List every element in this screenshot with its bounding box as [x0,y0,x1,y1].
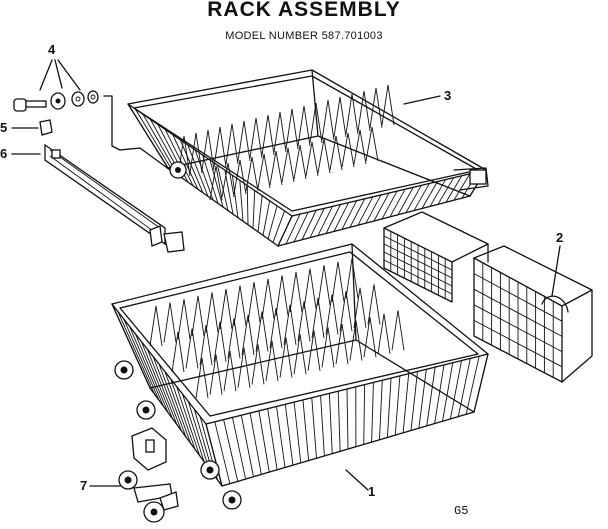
callout-3: 3 [444,88,452,103]
callout-2: 2 [556,230,564,245]
callout-7: 7 [80,478,88,493]
diagram-title: RACK ASSEMBLY [207,0,401,21]
callout-4: 4 [48,42,56,57]
part-1-lower-rack [111,243,489,510]
part-4-hardware [13,59,121,151]
part-3-upper-rack [119,69,489,247]
callout-5: 5 [0,120,8,135]
callout-1: 1 [368,484,376,499]
part-2-silverware-basket [383,211,593,383]
part-6-rail [11,143,185,253]
part-7-roller [89,427,179,523]
callout-6: 6 [0,146,8,161]
leader-lines [345,95,561,491]
figure-code: G5 [454,504,469,518]
part-5-clip [11,119,53,136]
model-number: MODEL NUMBER 587.701003 [225,30,383,42]
